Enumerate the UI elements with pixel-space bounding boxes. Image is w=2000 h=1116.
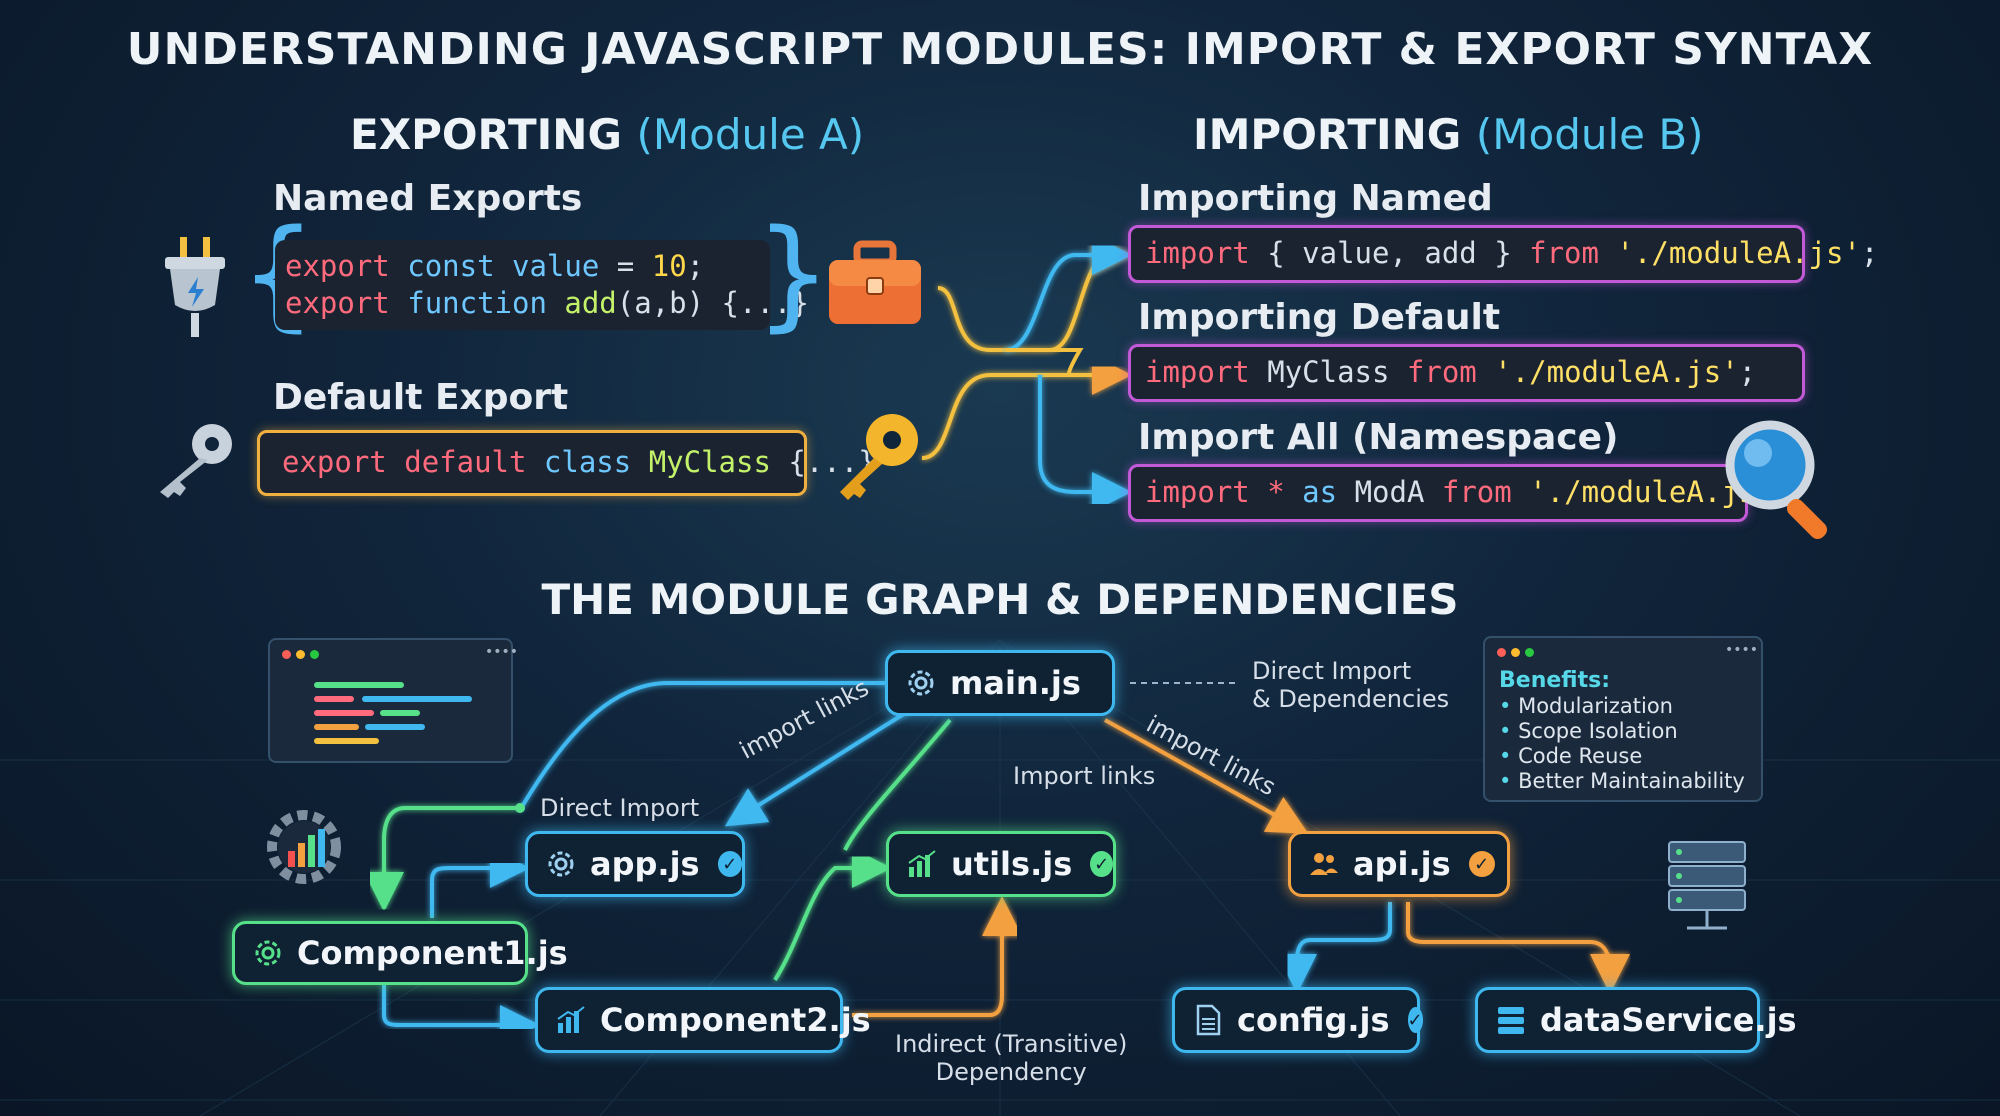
bar-chart-icon xyxy=(908,850,936,877)
exporting-label: EXPORTING xyxy=(350,110,622,159)
magnifier-icon xyxy=(1725,420,1828,540)
benefits-panel: •••• Benefits: • Modularization • Scope … xyxy=(1483,636,1763,802)
legend-label: Direct Import & Dependencies xyxy=(1252,657,1449,713)
node-dataservice-js[interactable]: dataService.js xyxy=(1475,987,1797,1053)
importing-heading: IMPORTING (Module B) xyxy=(1193,110,1704,159)
node-label: Component2.js xyxy=(600,1001,871,1039)
gear-icon xyxy=(908,670,934,696)
exporting-heading: EXPORTING (Module A) xyxy=(350,110,864,159)
indirect-dependency-label: Indirect (Transitive) Dependency xyxy=(895,1030,1127,1086)
named-exports-code: export const value = 10; export function… xyxy=(275,240,809,330)
check-icon: ✓ xyxy=(717,851,742,877)
check-icon: ✓ xyxy=(1407,1007,1423,1033)
graph-heading: THE MODULE GRAPH & DEPENDENCIES xyxy=(541,575,1459,624)
default-export-code: export default class MyClass {...} xyxy=(257,430,876,496)
importing-module: (Module B) xyxy=(1475,110,1704,159)
database-icon xyxy=(1498,1007,1524,1034)
users-icon xyxy=(1310,853,1338,875)
node-app-js[interactable]: app.js ✓ xyxy=(525,831,745,897)
indirect-line-2: Dependency xyxy=(935,1058,1087,1086)
node-component2-js[interactable]: Component2.js xyxy=(535,987,871,1053)
importing-label: IMPORTING xyxy=(1193,110,1462,159)
key-icon xyxy=(160,424,232,498)
code-line-1: export const value = 10; xyxy=(285,249,705,283)
gold-key-icon xyxy=(840,414,918,500)
right-brace-icon: } xyxy=(755,205,832,344)
importing-default-title: Importing Default xyxy=(1138,297,1501,338)
server-icon xyxy=(1668,841,1746,930)
node-label: app.js xyxy=(590,845,700,883)
importing-default-code: import MyClass from './moduleA.js'; xyxy=(1128,344,1805,402)
node-component1-js[interactable]: Component1.js xyxy=(232,921,568,985)
benefits-list: • Modularization • Scope Isolation • Cod… xyxy=(1499,694,1745,794)
exporting-module: (Module A) xyxy=(636,110,865,159)
benefit-item: • Scope Isolation xyxy=(1499,719,1678,743)
node-main-js[interactable]: main.js xyxy=(885,650,1115,716)
import-links-mid-label: Import links xyxy=(1013,762,1156,790)
benefit-item: • Code Reuse xyxy=(1499,744,1643,768)
page-title: UNDERSTANDING JAVASCRIPT MODULES: IMPORT… xyxy=(126,24,1874,75)
node-api-js[interactable]: api.js ✓ xyxy=(1288,831,1510,897)
node-label: utils.js xyxy=(951,845,1073,883)
code-line-2: export function add(a,b) {...} xyxy=(285,286,809,320)
gear-chart-icon xyxy=(267,810,341,884)
benefit-item: • Better Maintainability xyxy=(1499,769,1745,793)
node-utils-js[interactable]: utils.js ✓ xyxy=(886,831,1116,897)
code-window-icon: •••• xyxy=(268,638,518,763)
plug-icon xyxy=(165,237,225,337)
check-icon: ✓ xyxy=(1090,851,1113,877)
node-label: api.js xyxy=(1353,845,1451,883)
direct-import-label: Direct Import xyxy=(540,794,700,822)
named-exports-title: Named Exports xyxy=(273,178,583,219)
import-all-title: Import All (Namespace) xyxy=(1138,417,1619,458)
importing-named-code: import { value, add } from './moduleA.js… xyxy=(1128,225,1878,283)
legend-line-1: Direct Import xyxy=(1252,657,1412,685)
gear-icon xyxy=(548,851,574,877)
node-label: dataService.js xyxy=(1540,1001,1797,1039)
bar-chart-icon xyxy=(557,1006,585,1033)
node-label: Component1.js xyxy=(297,934,568,972)
check-icon: ✓ xyxy=(1468,851,1495,877)
import-all-code: import * as ModA from './moduleA.js'; xyxy=(1128,464,1791,522)
file-icon xyxy=(1196,1004,1221,1036)
legend-line-2: & Dependencies xyxy=(1252,685,1450,713)
toolbox-icon xyxy=(829,240,921,324)
node-label: main.js xyxy=(950,664,1081,702)
gear-icon xyxy=(255,940,281,966)
importing-named-title: Importing Named xyxy=(1138,178,1493,219)
indirect-line-1: Indirect (Transitive) xyxy=(895,1030,1128,1058)
node-config-js[interactable]: config.js ✓ xyxy=(1172,987,1423,1053)
node-label: config.js xyxy=(1237,1001,1390,1039)
benefit-item: • Modularization xyxy=(1499,694,1673,718)
benefits-title: Benefits: xyxy=(1499,668,1610,693)
default-export-title: Default Export xyxy=(273,377,569,418)
